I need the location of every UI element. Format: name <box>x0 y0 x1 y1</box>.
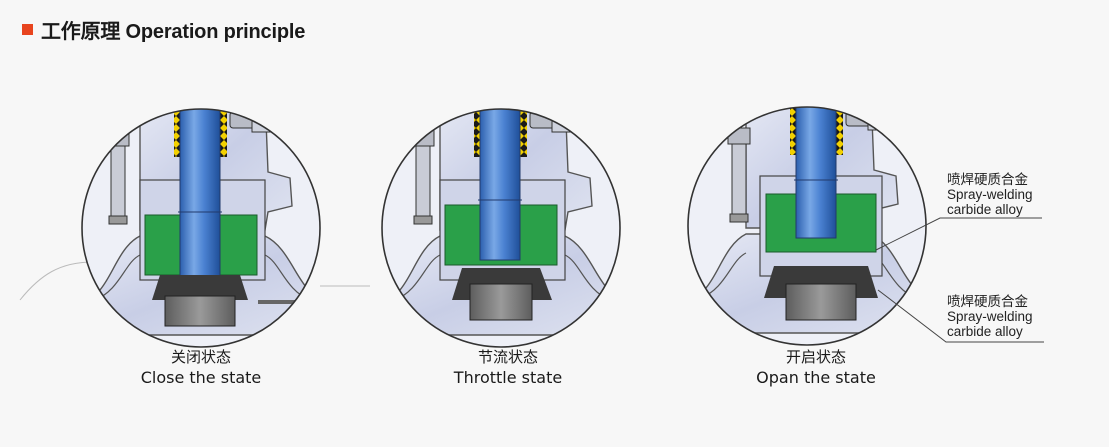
caption-throttle-state: 节流状态 Throttle state <box>408 347 608 389</box>
annotation-upper: 喷焊硬质合金 Spray-welding carbide alloy <box>947 172 1033 217</box>
annotation-lower: 喷焊硬质合金 Spray-welding carbide alloy <box>947 294 1033 339</box>
caption-throttle-en: Throttle state <box>453 368 563 387</box>
annotation-lower-en1: Spray-welding <box>947 309 1033 324</box>
caption-close-cn: 关闭状态 <box>170 348 231 366</box>
caption-close-en: Close the state <box>140 368 262 387</box>
valve-close-state <box>19 108 370 348</box>
annotation-lower-cn: 喷焊硬质合金 <box>947 294 1028 309</box>
caption-close-state: 关闭状态 Close the state <box>101 347 301 389</box>
caption-open-en: Opan the state <box>756 368 876 387</box>
annotation-upper-cn: 喷焊硬质合金 <box>947 172 1028 187</box>
caption-open-cn: 开启状态 <box>785 348 846 366</box>
valve-throttle-state <box>381 108 621 348</box>
title-square-icon <box>22 24 33 35</box>
section-header: 工作原理 Operation principle <box>22 15 305 44</box>
annotation-upper-en1: Spray-welding <box>947 187 1033 202</box>
caption-open-state: 开启状态 Opan the state <box>716 347 916 389</box>
section-title: 工作原理 Operation principle <box>41 21 306 43</box>
annotation-lower-en2: carbide alloy <box>947 324 1023 339</box>
caption-throttle-cn: 节流状态 <box>477 348 538 366</box>
annotation-upper-en2: carbide alloy <box>947 202 1023 217</box>
